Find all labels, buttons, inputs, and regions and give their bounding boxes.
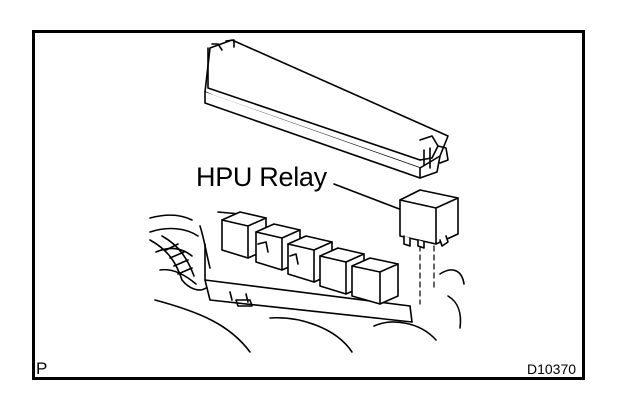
relay-box-base (149, 211, 465, 353)
figure-id: D10370 (527, 361, 577, 377)
corner-mark: P (36, 359, 48, 378)
hpu-relay-callout-label: HPU Relay (196, 162, 327, 192)
relay-box-cover (204, 39, 449, 179)
hose (149, 235, 207, 291)
installation-guide-lines (419, 245, 435, 305)
installed-relays (221, 211, 399, 305)
callout-leader-line (333, 183, 403, 211)
hpu-relay (399, 189, 459, 249)
